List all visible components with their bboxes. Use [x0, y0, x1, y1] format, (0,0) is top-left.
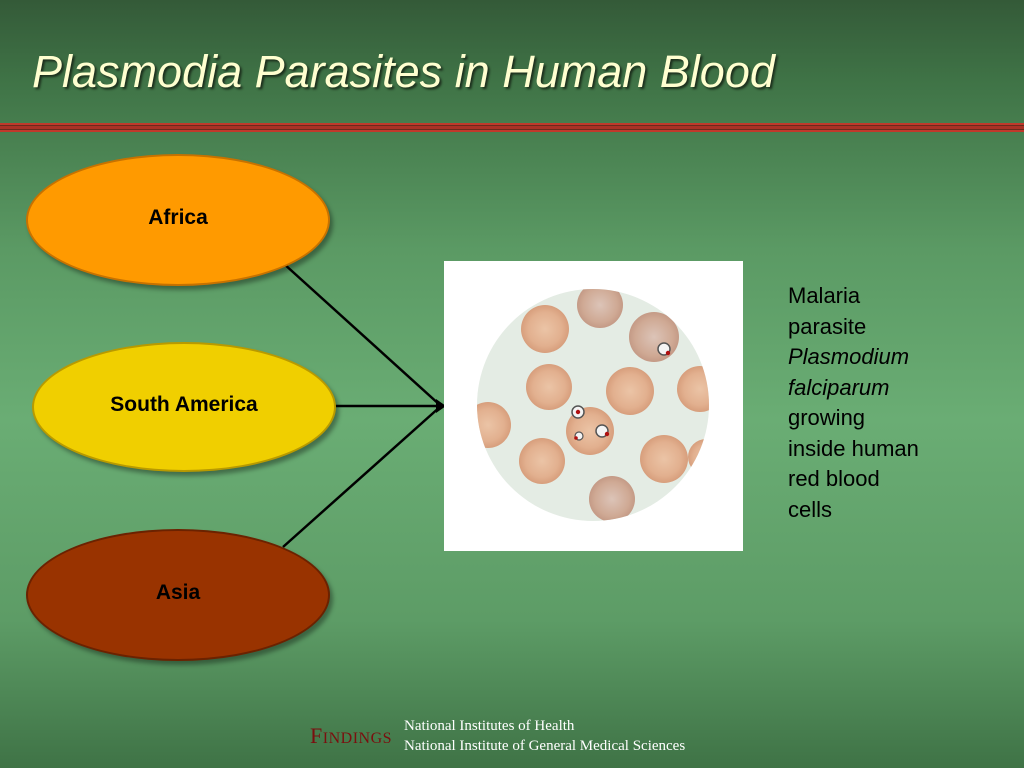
parasite-rings — [571, 342, 671, 441]
region-asia-label: Asia — [155, 581, 201, 604]
connector-asia — [282, 405, 442, 548]
slide-title: Plasmodia Parasites in Human Blood — [32, 46, 775, 97]
red-blood-cell — [519, 438, 565, 484]
caption-line: red blood — [788, 466, 880, 491]
findings-logo-rest: INDINGS — [322, 730, 393, 747]
red-blood-cell — [526, 364, 572, 410]
caption-species-genus: Plasmodium — [788, 344, 910, 369]
blood-smear-image — [444, 261, 743, 551]
region-south-america: South America — [32, 342, 336, 472]
region-africa: Africa — [26, 154, 330, 286]
red-blood-cell — [629, 312, 679, 362]
footer-nih: National Institutes of Health — [404, 718, 575, 734]
findings-logo: FINDINGS — [310, 723, 392, 749]
footer-credits: National Institutes of Health National I… — [404, 716, 685, 756]
red-blood-cell — [606, 367, 654, 415]
image-caption: Malaria parasite Plasmodium falciparum g… — [788, 281, 988, 525]
caption-line: inside human — [788, 435, 919, 461]
footer-nigms: National Institute of General Medical Sc… — [404, 738, 686, 754]
red-blood-cell — [677, 366, 709, 412]
region-asia: Asia — [26, 529, 330, 661]
red-blood-cell — [521, 305, 569, 353]
red-blood-cell — [640, 435, 688, 483]
red-blood-cell — [577, 289, 623, 328]
arrowhead — [436, 399, 446, 413]
caption-line: cells — [788, 496, 833, 522]
red-blood-cell — [566, 407, 614, 455]
footer: FINDINGS National Institutes of Health N… — [310, 716, 685, 756]
findings-logo-initial: F — [310, 723, 323, 748]
caption-line: growing — [788, 405, 866, 430]
region-south-america-label: South America — [110, 393, 258, 416]
red-blood-cell — [477, 402, 511, 448]
connector-africa — [282, 262, 442, 407]
title-divider — [0, 123, 1024, 132]
caption-line: Malaria — [788, 283, 861, 308]
caption-species-name: falciparum — [788, 374, 890, 400]
region-africa-label: Africa — [148, 206, 208, 229]
red-blood-cell — [688, 439, 709, 475]
caption-line: parasite — [788, 313, 867, 339]
red-blood-cell — [589, 476, 635, 521]
